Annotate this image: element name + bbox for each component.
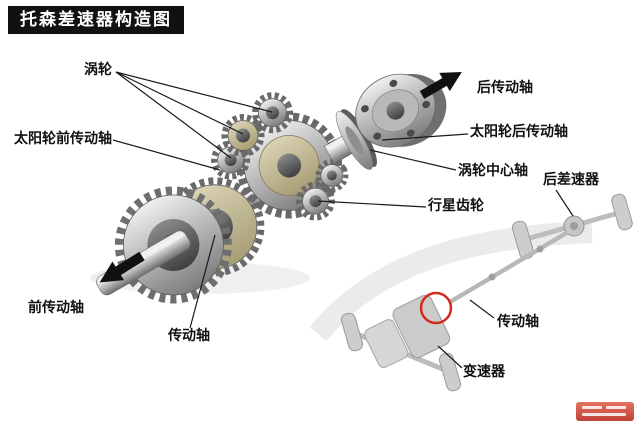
label-front-drive-shaft: 前传动轴 xyxy=(28,299,84,315)
label-transmission: 变速器 xyxy=(463,363,505,379)
bearing-disc xyxy=(335,109,377,170)
page-title: 托森差速器构造图 xyxy=(8,6,184,35)
rear-direction-arrow xyxy=(419,72,462,99)
label-rear-drive-shaft: 后传动轴 xyxy=(477,79,533,95)
planet-gears xyxy=(295,158,349,221)
label-rear-differential: 后差速器 xyxy=(543,171,599,187)
label-sun-rear-shaft: 太阳轮后传动轴 xyxy=(470,123,568,139)
label-worm-wheel: 涡轮 xyxy=(84,61,112,77)
front-direction-arrow xyxy=(99,251,145,283)
drivetrain-schematic xyxy=(309,193,633,392)
label-sun-front-shaft: 太阳轮前传动轴 xyxy=(14,130,112,146)
highlight-circle xyxy=(419,291,453,325)
label-drive-shaft-2: 传动轴 xyxy=(497,313,539,329)
leader-lines xyxy=(112,71,574,369)
label-worm-center-shaft: 涡轮中心轴 xyxy=(458,162,528,178)
watermark-logo xyxy=(576,402,634,421)
label-planet-gear: 行星齿轮 xyxy=(428,197,484,213)
label-drive-shaft: 传动轴 xyxy=(168,327,210,343)
